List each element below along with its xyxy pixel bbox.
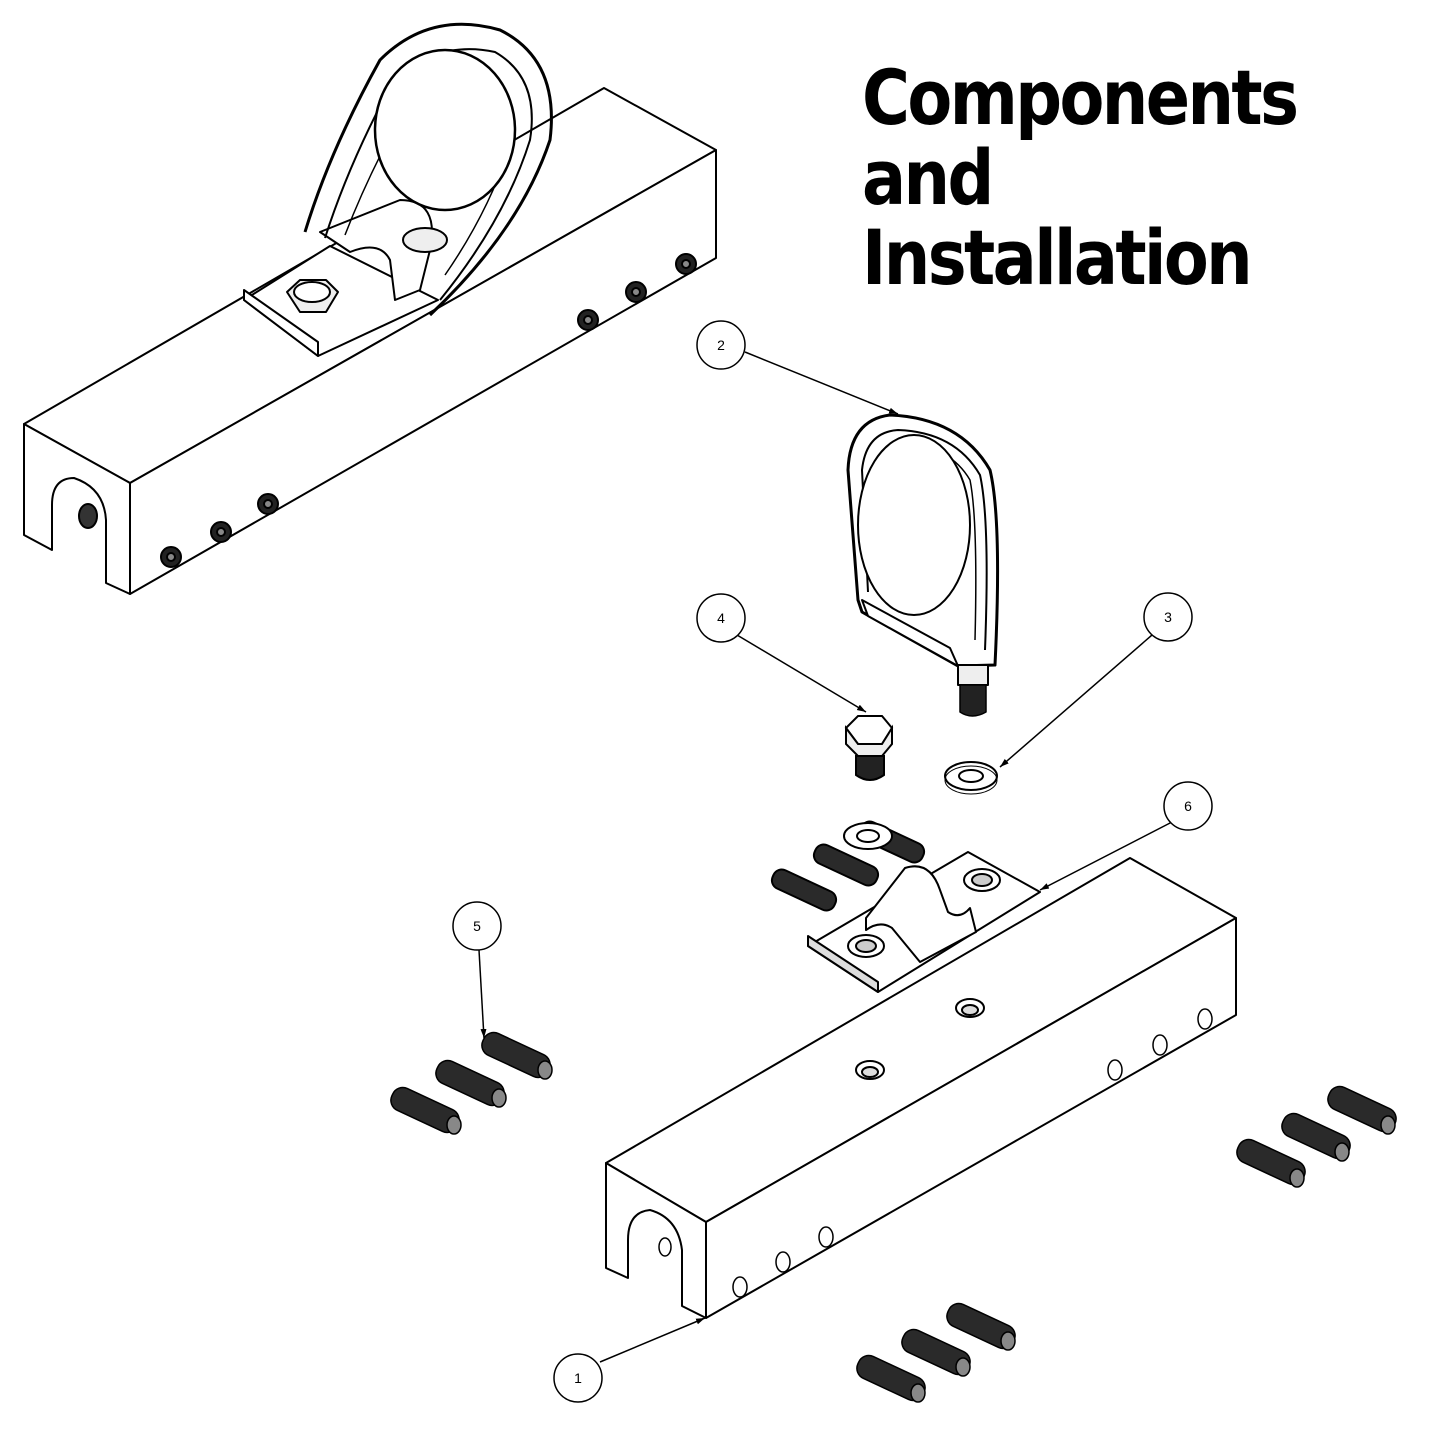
part-2-d-ring [846, 413, 1000, 717]
callout-2-label: 2 [717, 337, 725, 353]
assembled-bracket-plate-edge [243, 289, 319, 357]
callout-3-label: 3 [1164, 609, 1172, 625]
callout-5: 5 [452, 901, 502, 1039]
beam-end-face [605, 1162, 707, 1319]
title-line-1: Components and [862, 53, 1299, 222]
callout-5-label: 5 [473, 918, 481, 934]
slot-screw-icon [78, 503, 98, 529]
assembled-beam-side-face [129, 149, 717, 595]
page-title: Components and Installation [862, 58, 1344, 298]
part-5-set-screws-left [390, 1031, 553, 1135]
assembled-side-screws [160, 253, 697, 568]
part-3-washer [944, 761, 998, 795]
callout-4-label: 4 [717, 610, 725, 626]
callout-6: 6 [1039, 781, 1213, 891]
part-4-hex-bolt [844, 715, 894, 781]
set-screws-bottom [856, 1302, 1016, 1403]
assembled-anchor-view [23, 22, 717, 595]
bracket-set-screws [770, 820, 926, 912]
callout-1-label: 1 [574, 1370, 582, 1386]
callout-3: 3 [999, 592, 1193, 768]
beam-side-holes [658, 1008, 1213, 1298]
beam-side-face [705, 917, 1237, 1319]
callout-6-label: 6 [1184, 798, 1192, 814]
d-ring-opening [857, 434, 971, 616]
part-1-beam [605, 857, 1237, 1319]
callout-2: 2 [696, 320, 899, 415]
assembled-beam-end-face [23, 423, 131, 595]
d-ring-threaded-stud [957, 664, 989, 686]
part-6-bracket [770, 820, 1041, 993]
title-line-2: Installation [862, 213, 1253, 302]
beam-top-holes [855, 998, 985, 1080]
callout-1: 1 [553, 1317, 706, 1403]
callout-4: 4 [696, 593, 867, 713]
assembled-d-ring [303, 22, 553, 317]
assembled-d-ring-opening [373, 48, 517, 212]
set-screws-right [1236, 1085, 1397, 1188]
